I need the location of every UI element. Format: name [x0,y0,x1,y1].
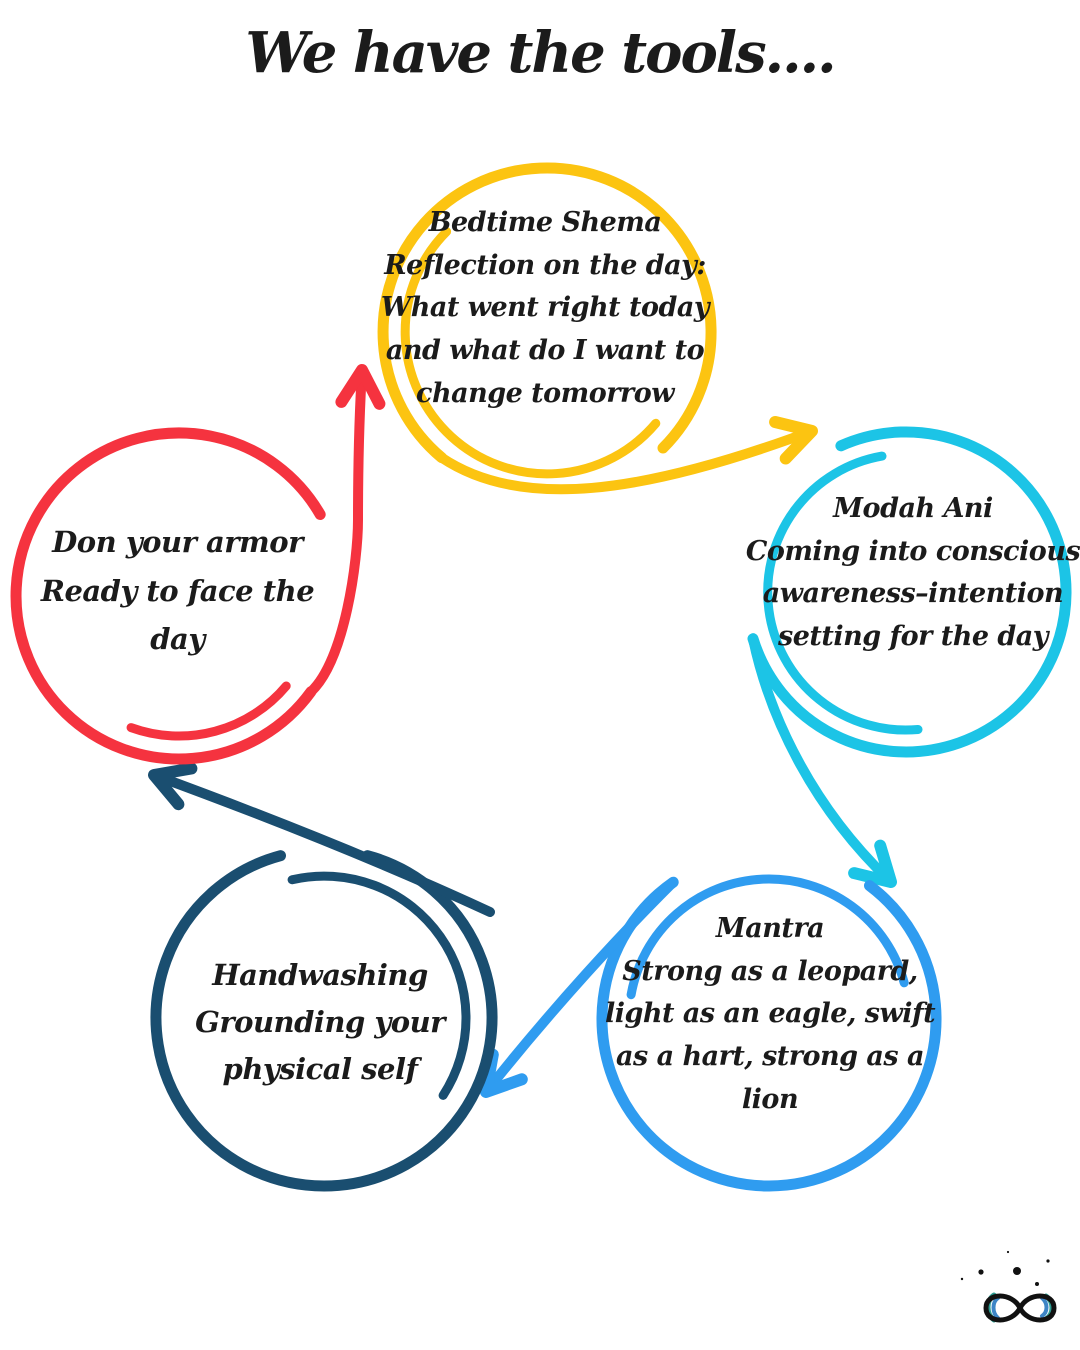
bedtime-shema-inner-arc [400,227,661,479]
arrow-modah-to-mantra [748,633,896,887]
modah-ani-ring [747,426,1072,888]
circle-label-don-your-armor: Don your armor Ready to face the day [40,525,315,657]
logo-swirl-blue-left [991,1296,1000,1320]
arrow-armor-to-bedtime [305,365,367,697]
handwashing-ring [148,762,498,1192]
page-title: We have the tools.... [245,20,836,86]
arrowhead-armor-to-bedtime [335,364,386,410]
infinity-logo [960,1250,1057,1323]
bedtime-shema-outer-circle [377,162,717,464]
arrowhead-mantra-to-handwashing [480,1048,528,1098]
logo-swirl-blue-right [1040,1296,1049,1318]
don-your-armor-outer-circle [10,427,326,765]
handwashing-inner-arc [287,871,471,1100]
arrowhead-modah-to-mantra [848,839,897,888]
modah-ani-outer-circle [747,426,1072,758]
circle-label-handwashing: Handwashing Grounding your physical self [195,958,445,1086]
logo-dots [960,1250,1050,1286]
infinity-symbol [983,1293,1057,1323]
modah-ani-inner-arc [763,451,923,735]
arrowhead-bedtime-to-modah [769,416,818,465]
arrow-handwashing-to-armor [149,770,495,917]
mantra-outer-circle [596,876,942,1192]
arrow-mantra-to-handwashing [481,877,679,1097]
circle-label-bedtime-shema: Bedtime Shema Reflection on the day: Wha… [380,207,710,409]
don-your-armor-ring [10,364,386,765]
mantra-inner-arc [626,874,909,1000]
handwashing-outer-circle [150,850,498,1192]
arrow-bedtime-to-modah [436,426,817,495]
don-your-armor-inner-arc [126,681,291,741]
bedtime-shema-ring [377,162,818,495]
arrowhead-handwashing-to-armor [148,762,198,811]
mantra-ring [480,874,942,1192]
circle-label-mantra: Mantra Strong as a leopard, light as an … [604,913,936,1115]
circle-label-modah-ani: Modah Ani Coming into conscious awarenes… [745,493,1080,652]
